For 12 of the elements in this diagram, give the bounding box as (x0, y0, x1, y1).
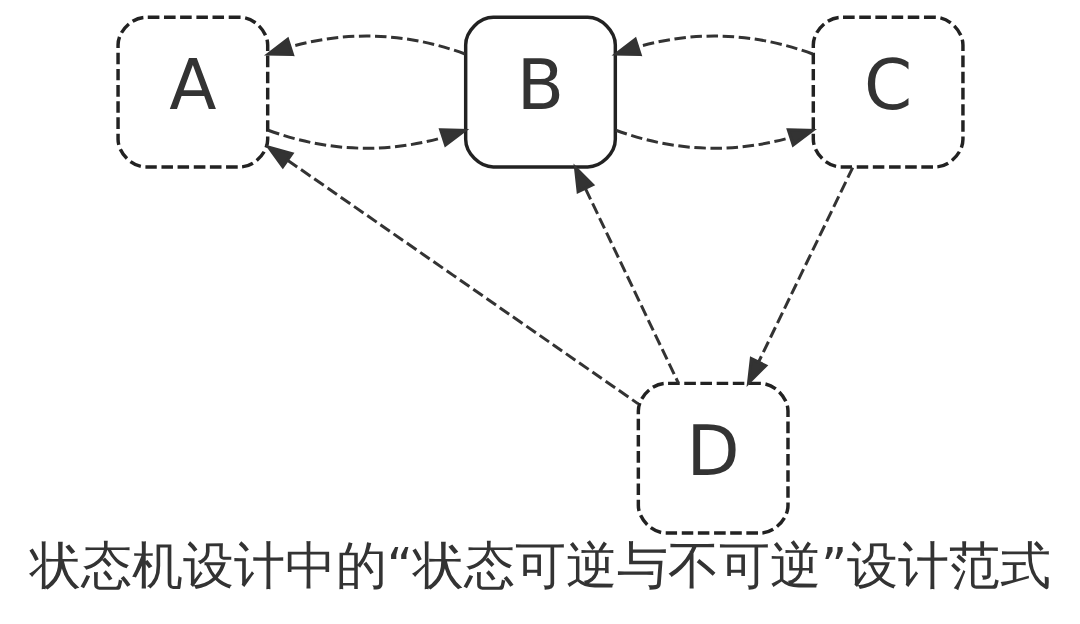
arrow (611, 34, 813, 57)
arrow (264, 144, 639, 406)
caption: 状态机设计中的“状态可逆与不可逆”设计范式 (29, 535, 1051, 595)
arrow (263, 34, 465, 57)
node-box: D (636, 381, 790, 535)
node-box: C (811, 15, 965, 169)
arrow (573, 163, 680, 384)
node-box: A (115, 15, 269, 169)
arrow (267, 128, 469, 150)
arrow (746, 166, 854, 387)
node-box: B (463, 15, 617, 169)
arrow (614, 128, 817, 150)
